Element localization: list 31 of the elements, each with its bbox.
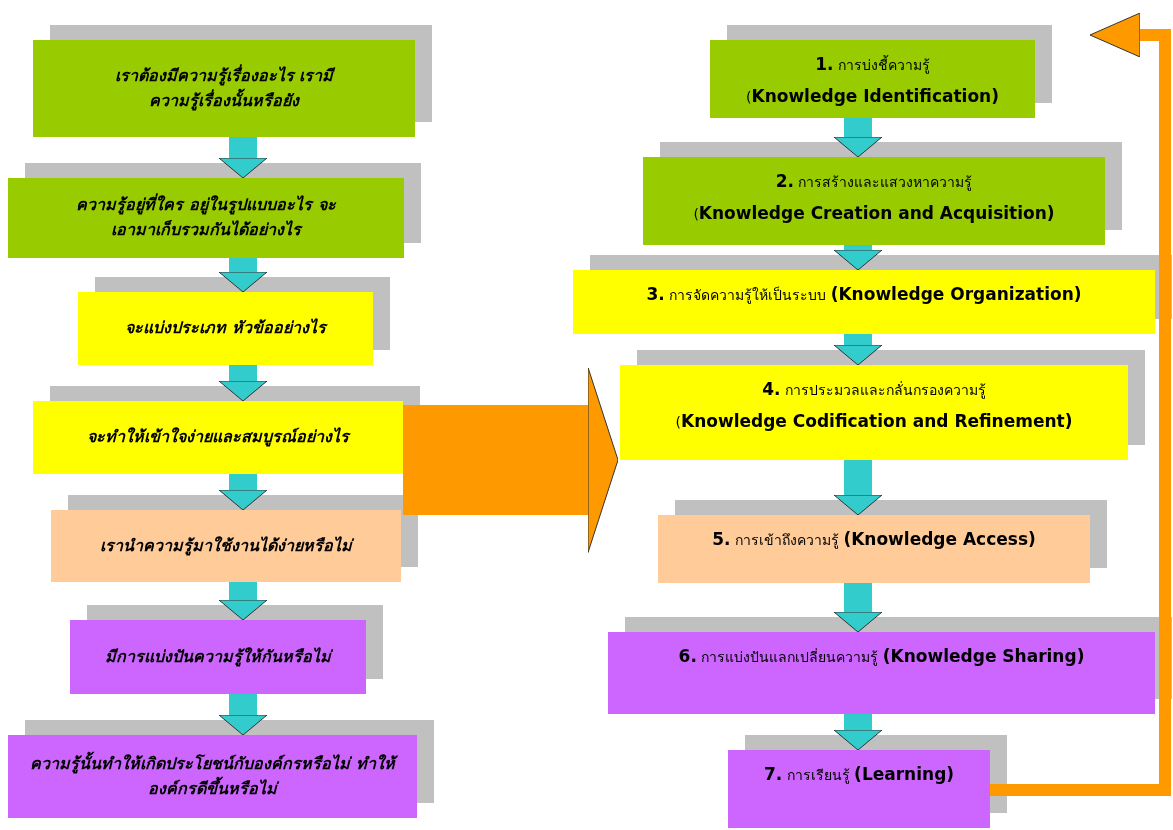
box-text: เรานำความรู้มาใช้งานได้ง่ายหรือไม่: [100, 534, 352, 558]
box-text: 3. การจัดความรู้ให้เป็นระบบ (Knowledge Organization): [646, 283, 1082, 306]
block-arrow: [218, 258, 268, 293]
block-arrow: [833, 334, 883, 366]
box-text: 6. การแบ่งปันแลกเปลี่ยนความรู้ (Knowledge Sharing): [678, 645, 1085, 668]
box-text: มีการแบ่งปันความรู้ให้กันหรือไม่: [105, 645, 331, 669]
box-text: 1. การบ่งชี้ความรู้: [815, 53, 930, 76]
box-text: 4. การประมวลและกลั่นกรองความรู้: [762, 378, 986, 401]
block-arrow: [833, 118, 883, 158]
box-text: 7. การเรียนรู้ (Learning): [763, 763, 955, 786]
box-text: เราต้องมีความรู้เรื่องอะไร เรามีความรู้เรื่องนั้นหรือยัง: [113, 63, 337, 113]
block-arrow: [833, 714, 883, 751]
box-text: (Knowledge Creation and Acquisition): [693, 202, 1055, 226]
loop-arrow: [990, 12, 1171, 796]
box-text: จะแบ่งประเภท หัวข้ออย่างไร: [125, 317, 326, 340]
block-arrow: [833, 460, 883, 516]
block-arrow: [218, 582, 268, 621]
box-text: จะทำให้เข้าใจง่ายและสมบูรณ์อย่างไร: [87, 426, 349, 449]
block-arrow: [403, 367, 619, 553]
box-text: (Knowledge Identification): [746, 85, 999, 109]
box-text: (Knowledge Codification and Refinement): [675, 410, 1073, 434]
box-text: 5. การเข้าถึงความรู้ (Knowledge Access): [712, 528, 1036, 551]
block-arrow: [218, 694, 268, 736]
block-arrow: [833, 245, 883, 271]
block-arrow: [833, 583, 883, 633]
block-arrow: [218, 365, 268, 402]
block-arrow: [218, 137, 268, 179]
box-text: ความรู้อยู่ที่ใคร อยู่ในรูปแบบอะไร จะเอามาเก็บรวมกันได้อย่างไร: [75, 193, 338, 241]
box-text: 2. การสร้างและแสวงหาความรู้: [775, 170, 973, 193]
box-text: ความรู้นั้นทำให้เกิดประโยชน์กับองค์กรหรือไม่ ทำให้องค์กรดีขึ้นหรือไม่: [27, 751, 398, 802]
block-arrow: [218, 474, 268, 511]
